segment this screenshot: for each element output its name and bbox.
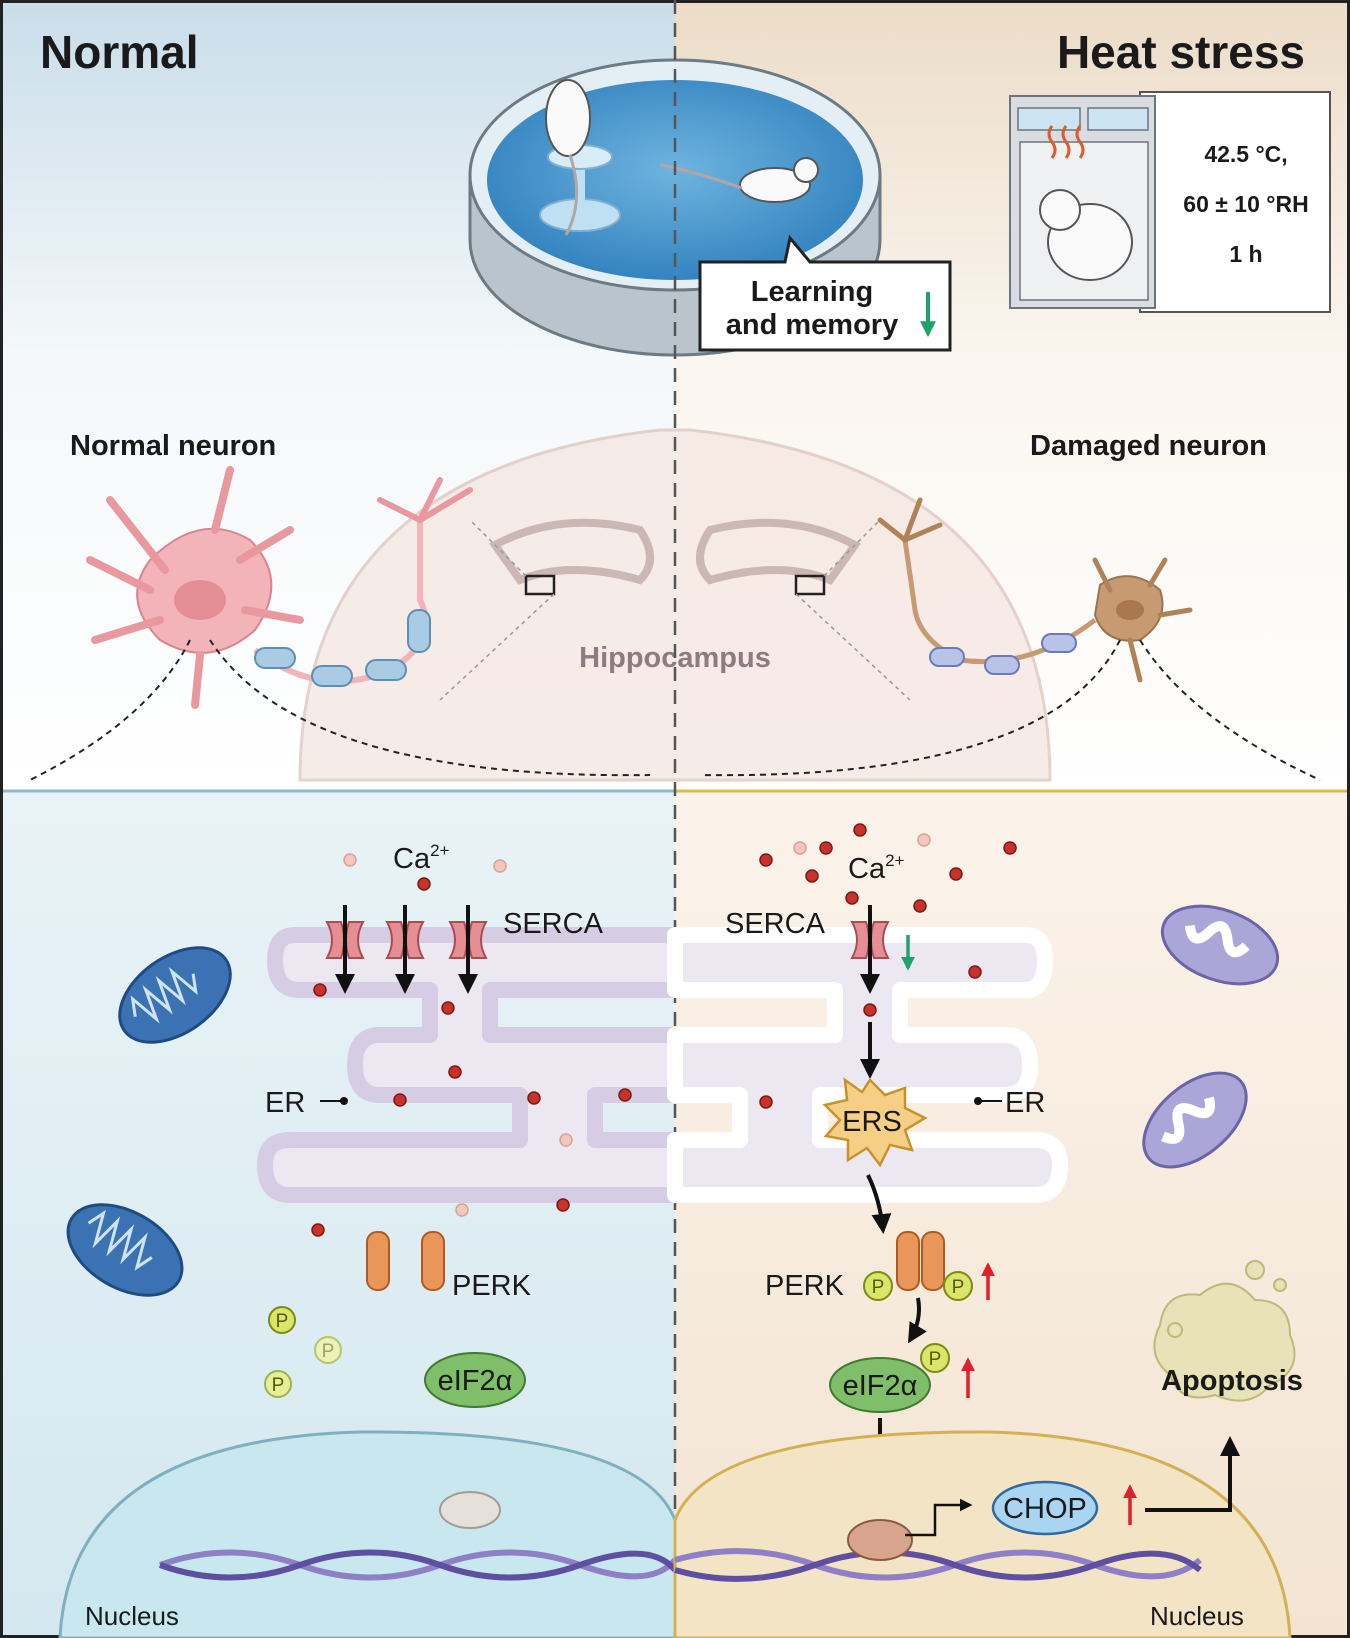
ers-to-perk-arrow: [866, 1174, 892, 1234]
serca-channel-right: [850, 905, 915, 1079]
er-label-left: ER: [265, 1087, 305, 1119]
er-label-right: ER: [1005, 1087, 1045, 1119]
nucleus-label-right: Nucleus: [1150, 1601, 1244, 1631]
callout-line1: Learning: [751, 276, 873, 308]
mitochondrion-left-1: [118, 946, 232, 1044]
eif2a-label-right: eIF2α: [843, 1370, 918, 1402]
damaged-neuron-label: Damaged neuron: [1030, 430, 1267, 462]
apoptotic-cell: [1153, 1260, 1296, 1402]
svg-text:P: P: [872, 1277, 885, 1298]
calcium-label-right: Ca2+: [848, 851, 905, 885]
normal-neuron: [86, 466, 473, 709]
heat-stress-title: Heat stress: [1057, 26, 1305, 78]
svg-text:P: P: [952, 1277, 965, 1298]
calcium-ions-faded: [343, 833, 931, 1217]
perk-left: [366, 1231, 445, 1291]
svg-text:P: P: [322, 1341, 335, 1362]
endoplasmic-reticulum-left: [257, 927, 683, 1203]
serca-label-left: SERCA: [503, 908, 604, 940]
serca-label-right: SERCA: [725, 908, 826, 940]
normal-title: Normal: [40, 26, 198, 78]
perk-label-left: PERK: [452, 1270, 532, 1302]
nucleus-label-left: Nucleus: [85, 1601, 179, 1631]
calcium-label-left: Ca2+: [393, 841, 450, 875]
endoplasmic-reticulum-right: [667, 927, 1068, 1203]
learning-memory-callout: Learning and memory: [698, 234, 952, 352]
perk-right: [896, 1231, 945, 1291]
zoom-arc-right: [699, 639, 1321, 781]
perk-to-eif-arrow: [907, 1297, 927, 1344]
er-stress-burst: ERS: [822, 1077, 928, 1168]
eif2a-left: eIF2α: [424, 1352, 526, 1408]
apoptosis-label: Apoptosis: [1161, 1365, 1303, 1397]
eif2a-label-left: eIF2α: [438, 1365, 513, 1397]
perk-label-right: PERK: [765, 1270, 845, 1302]
perk-phospho-right: P: [943, 1271, 973, 1301]
mitochondrion-left-2: [66, 1203, 184, 1297]
svg-text:P: P: [272, 1375, 285, 1396]
ers-label: ERS: [842, 1106, 902, 1138]
climate-chamber: 42.5 °C, 60 ± 10 °RH 1 h: [1009, 91, 1331, 313]
calcium-ions: [311, 823, 1017, 1237]
serca-channels-left: [325, 905, 488, 994]
svg-text:P: P: [929, 1349, 942, 1370]
chop-to-apoptosis-arrow: [1145, 1436, 1240, 1512]
normal-neuron-label: Normal neuron: [70, 430, 276, 462]
damaged-mitochondrion-1: [1160, 904, 1280, 986]
damaged-neuron: [877, 497, 1193, 683]
svg-text:P: P: [276, 1311, 289, 1332]
zoom-arc-left: [29, 639, 651, 781]
chamber-humidity: 60 ± 10 °RH: [1183, 191, 1308, 217]
damaged-mitochondrion-2: [1142, 1071, 1248, 1169]
perk-phospho-left: P: [863, 1271, 893, 1301]
chop-protein: CHOP: [991, 1480, 1099, 1536]
nucleus-left: [58, 1430, 678, 1638]
chamber-temperature: 42.5 °C,: [1204, 141, 1287, 167]
free-phosphates: P P P: [264, 1306, 342, 1398]
eif2a-right: eIF2α P: [829, 1343, 950, 1413]
callout-line2: and memory: [726, 309, 898, 341]
chamber-duration: 1 h: [1229, 241, 1262, 267]
nucleus-right: [673, 1430, 1292, 1638]
chop-label: CHOP: [1003, 1493, 1087, 1525]
